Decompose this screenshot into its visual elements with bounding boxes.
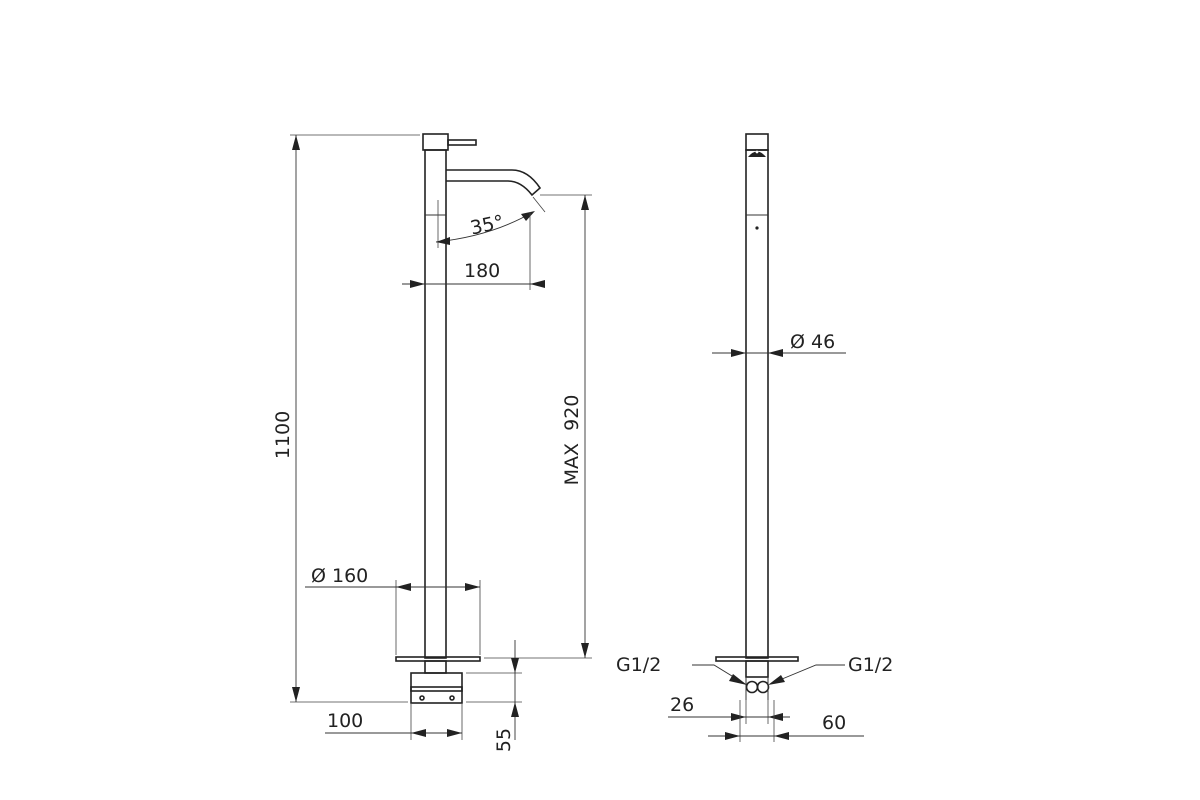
arrow-100-left: [411, 729, 426, 737]
max-height-label: MAX 920: [561, 395, 583, 486]
arrow-920-top: [581, 195, 589, 210]
spout-reach-label: 180: [464, 260, 500, 282]
arrow-26-right: [768, 713, 783, 721]
front-view: 1100 35° 180 MAX 920 Ø 160 10: [272, 133, 592, 752]
inlet-left-label: G1/2: [616, 654, 661, 676]
inlet-right-label: G1/2: [848, 654, 893, 676]
arrow-angle-right: [521, 211, 535, 221]
arrow-46-right: [768, 349, 783, 357]
front-base-plate: [410, 686, 463, 692]
side-indicator-dot: [755, 226, 759, 230]
arrow-60-left: [725, 732, 740, 740]
base-width-label: 100: [327, 710, 363, 732]
spout: [446, 169, 542, 197]
front-column: [424, 149, 447, 659]
arrow-inlet-left: [729, 674, 747, 685]
front-head-cap: [422, 133, 449, 151]
arrow-60-right: [774, 732, 789, 740]
arrow-160-right: [465, 583, 480, 591]
front-flange-stem: [424, 660, 447, 674]
arrow-160-left: [396, 583, 411, 591]
side-lever-knob: [748, 151, 766, 157]
total-height-label: 1100: [272, 411, 294, 459]
side-flange-stem: [745, 660, 769, 678]
spout-angle-label: 35°: [468, 211, 506, 240]
arrow-920-bottom: [581, 643, 589, 658]
inlet-spacing-label: 26: [670, 694, 694, 716]
arrow-1100-bottom: [292, 687, 300, 702]
arrow-55-top: [511, 658, 519, 673]
body-diameter-label: Ø 46: [790, 331, 835, 353]
side-lever-hole: [755, 150, 759, 154]
base-screw-right: [449, 695, 455, 701]
base-height-label: 55: [493, 728, 515, 752]
inlet-width-label: 60: [822, 712, 846, 734]
arrow-180-right: [530, 280, 545, 288]
arrow-angle-left: [436, 237, 450, 245]
arrow-180-left: [410, 280, 425, 288]
arrow-46-left: [731, 349, 746, 357]
lever-handle: [447, 139, 477, 146]
arrow-1100-top: [292, 135, 300, 150]
arrow-100-right: [447, 729, 462, 737]
inlet-left: [745, 680, 759, 694]
leader-inlet-right: [769, 664, 845, 685]
arrow-inlet-right: [768, 675, 785, 685]
side-column: [745, 149, 769, 659]
side-head-cap: [745, 133, 769, 151]
base-screw-left: [419, 695, 425, 701]
arrow-55-bottom: [511, 702, 519, 717]
inlet-right: [756, 680, 770, 694]
base-diameter-label: Ø 160: [311, 565, 368, 587]
side-view: Ø 46 G1/2 G1/2 26 60: [616, 133, 893, 742]
ext-spout-angle: [532, 196, 546, 213]
arrow-26-left: [731, 713, 746, 721]
